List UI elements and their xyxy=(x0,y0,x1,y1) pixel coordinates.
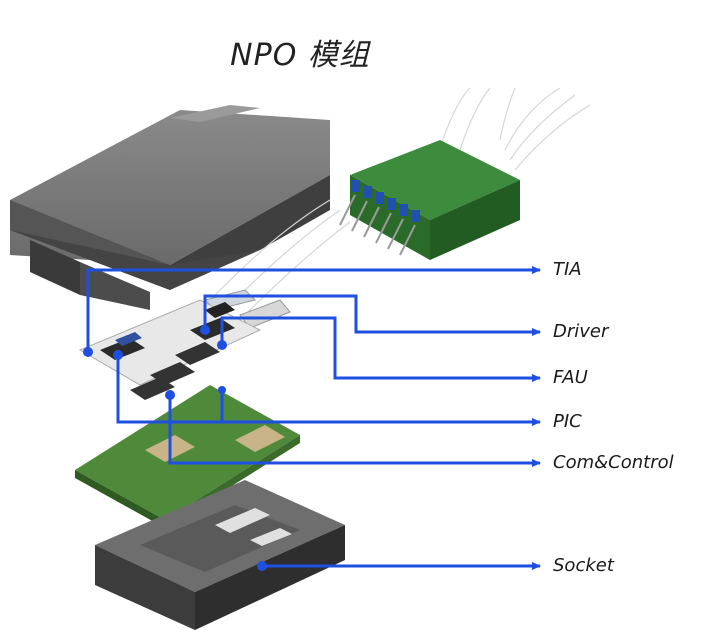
label-driver: Driver xyxy=(553,321,609,342)
chip-substrate xyxy=(78,299,262,400)
optical-fibers xyxy=(209,87,591,321)
label-tia: TIA xyxy=(553,259,582,280)
module-housing xyxy=(10,105,330,310)
leader-pic xyxy=(116,355,541,426)
label-fau: FAU xyxy=(553,367,588,388)
diagram-title: NPO 模组 xyxy=(230,38,370,73)
fiber-connector xyxy=(339,140,520,260)
leader-com-control xyxy=(168,395,541,467)
label-socket: Socket xyxy=(553,555,614,576)
socket-base xyxy=(95,480,345,630)
leader-tia xyxy=(86,266,541,352)
label-pic: PIC xyxy=(553,411,582,432)
leader-driver xyxy=(203,294,541,336)
leader-fau xyxy=(220,316,541,382)
label-com-control: Com&Control xyxy=(553,452,674,473)
leader-dots xyxy=(83,325,267,571)
leader-lines xyxy=(86,266,541,570)
